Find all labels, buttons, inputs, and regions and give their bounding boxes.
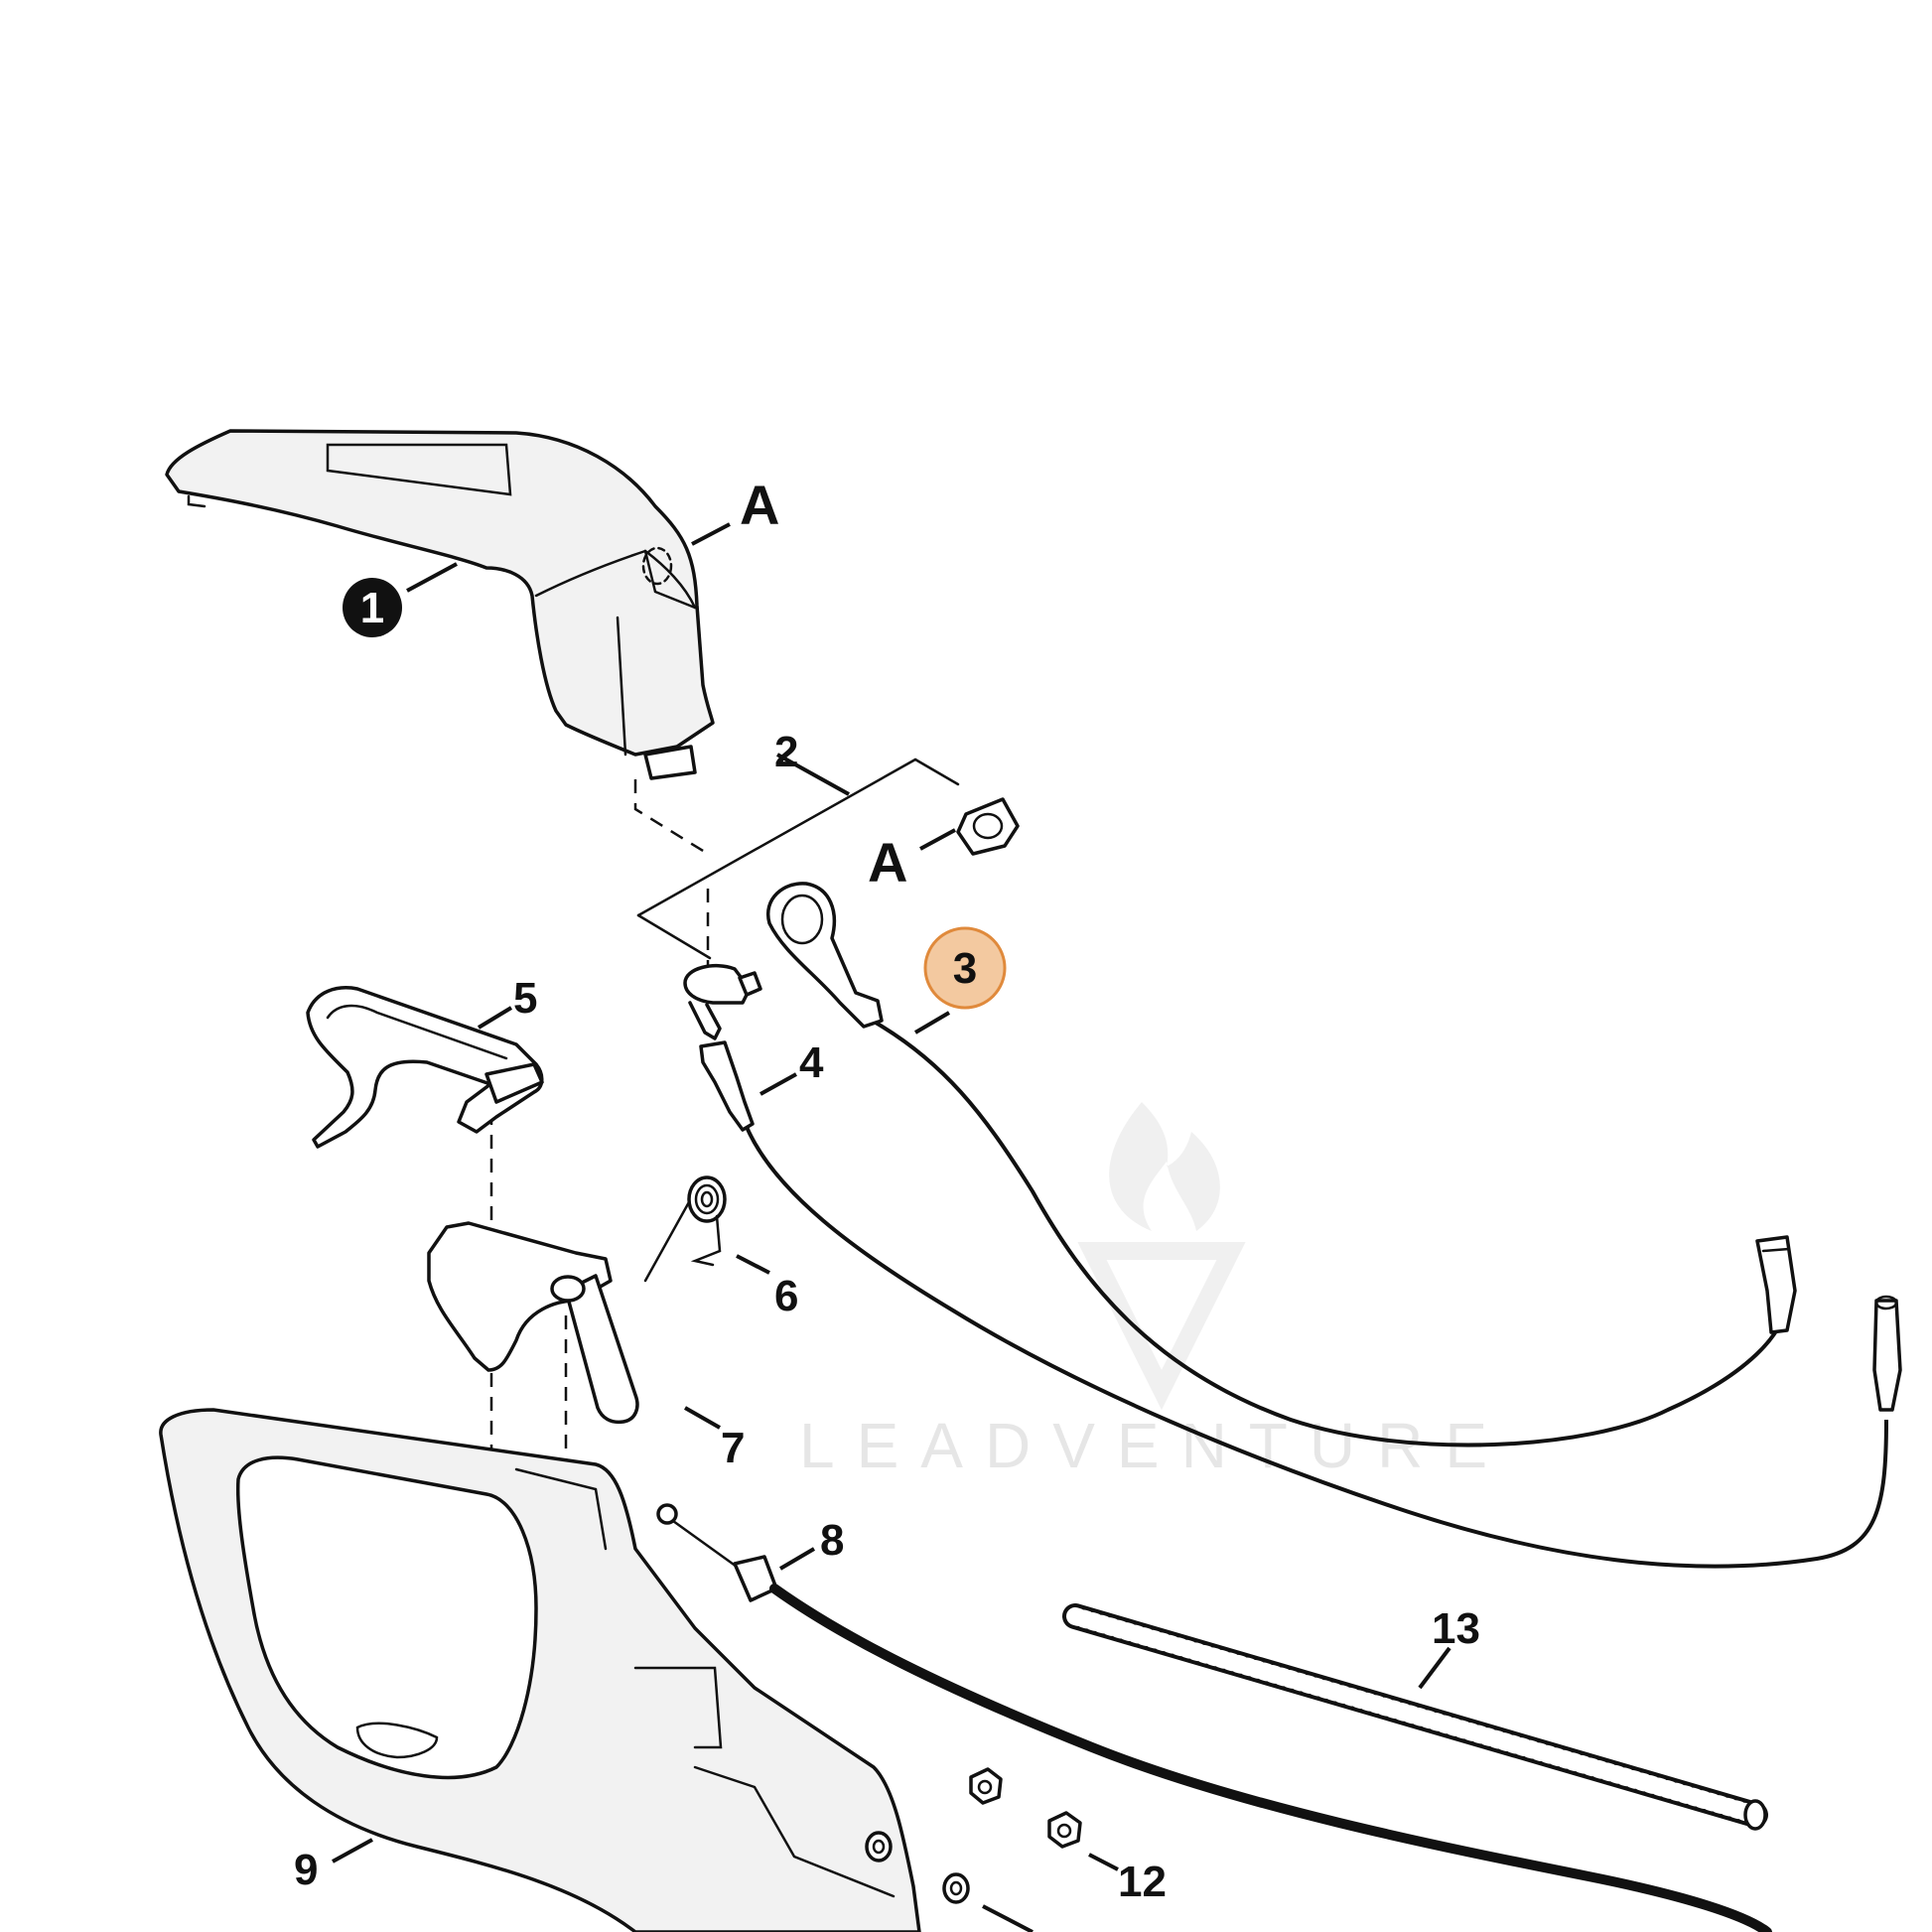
callout-2-label: 2 (774, 728, 798, 776)
callout-7-label: 7 (721, 1424, 745, 1472)
watermark-logo-icon (1077, 1102, 1246, 1411)
callout-8-label: 8 (820, 1516, 844, 1565)
part-switch (683, 963, 762, 1040)
part-3-ring-terminal (765, 882, 1797, 1448)
callout-3-highlight (923, 926, 1007, 1010)
part-1-handle-cover (165, 429, 715, 780)
callout-3-label: 3 (953, 944, 977, 993)
callout-1-label: 1 (360, 584, 384, 632)
callout-a-mid-label: A (868, 831, 907, 894)
callout-1-badge (343, 578, 402, 637)
part-4-connector-wire: 4 (699, 1038, 1902, 1569)
part-hex-nut (956, 797, 1020, 856)
part-9-handle-housing: 9 (159, 1408, 921, 1932)
callout-4-label: 4 (799, 1038, 824, 1087)
callout-a-top: A (691, 474, 779, 546)
part-12-nuts-washers: 12 (865, 1767, 1167, 1932)
watermark: LEADVENTURE (799, 1102, 1509, 1481)
watermark-text: LEADVENTURE (799, 1410, 1509, 1481)
callout-1: 1 (343, 562, 458, 637)
part-5-lever: 5 (306, 974, 544, 1149)
callout-13-label: 13 (1432, 1604, 1480, 1653)
callout-6-label: 6 (774, 1272, 798, 1320)
callout-a-mid: A (868, 828, 956, 894)
callout-5-label: 5 (513, 974, 537, 1023)
part-8-throttle-cable: 8 (656, 1503, 1772, 1932)
callout-9-label: 9 (294, 1846, 318, 1894)
callout-12-label: 12 (1118, 1858, 1167, 1906)
part-7-trigger: 7 (427, 1221, 745, 1472)
part-2-kit-bracket: 2 (636, 728, 960, 960)
part-6-spring: 6 (643, 1175, 798, 1320)
part-13-corrugated-hose: 13 (1062, 1603, 1768, 1831)
callout-a-top-label: A (740, 474, 779, 536)
callout-3: 3 (913, 926, 1007, 1035)
